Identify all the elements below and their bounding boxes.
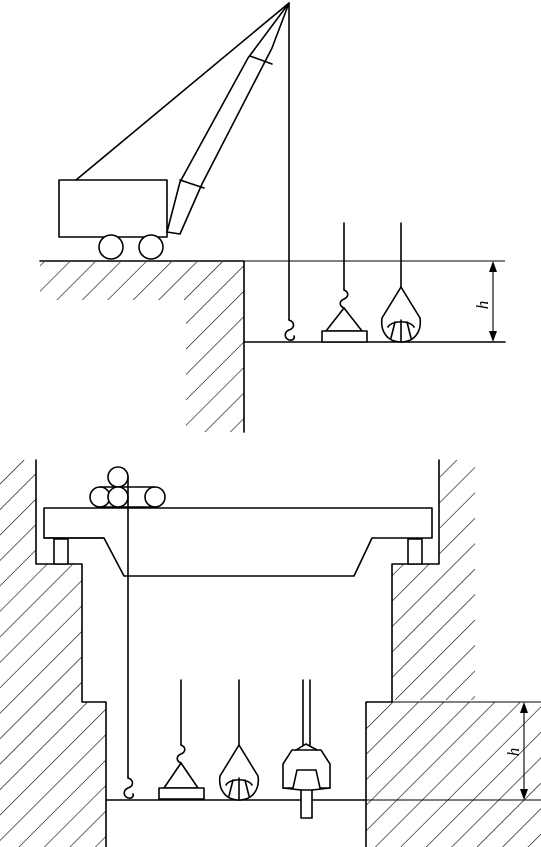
- crane-cab: [58, 179, 168, 238]
- ground-hatching: [40, 262, 244, 432]
- dimension-label-top: h: [473, 301, 492, 310]
- lifting-frame-icon: [321, 222, 368, 343]
- crane-boom: [166, 2, 290, 235]
- top-panel: h: [39, 2, 506, 433]
- dimension-label-bottom: h: [504, 748, 523, 757]
- right-wall-hatching-upper: [392, 460, 475, 700]
- height-dimension-top: h: [473, 261, 497, 342]
- clamshell-grab-icon: [380, 222, 422, 343]
- hook-icon: [284, 319, 296, 341]
- hook-icon: [123, 777, 135, 799]
- crane-wheel-left: [98, 234, 124, 260]
- crane-wheel-right: [138, 234, 164, 260]
- right-wall-hatching-lower: [366, 702, 541, 847]
- crane-backstay: [75, 2, 290, 181]
- clamshell-grab-icon: [218, 679, 260, 801]
- height-dimension-bottom: h: [504, 702, 528, 800]
- bottom-panel: h: [0, 459, 541, 847]
- rail-support-right: [407, 538, 423, 565]
- left-wall-outline: [35, 459, 107, 847]
- left-wall-hatching: [0, 460, 106, 847]
- overhead-crane-bridge: [43, 507, 433, 577]
- rail-support-left: [53, 538, 69, 565]
- claw-grab-icon: [282, 679, 331, 819]
- lifting-frame-icon: [158, 679, 205, 800]
- crane-icon: [58, 2, 296, 341]
- right-wall-outline: [365, 459, 440, 847]
